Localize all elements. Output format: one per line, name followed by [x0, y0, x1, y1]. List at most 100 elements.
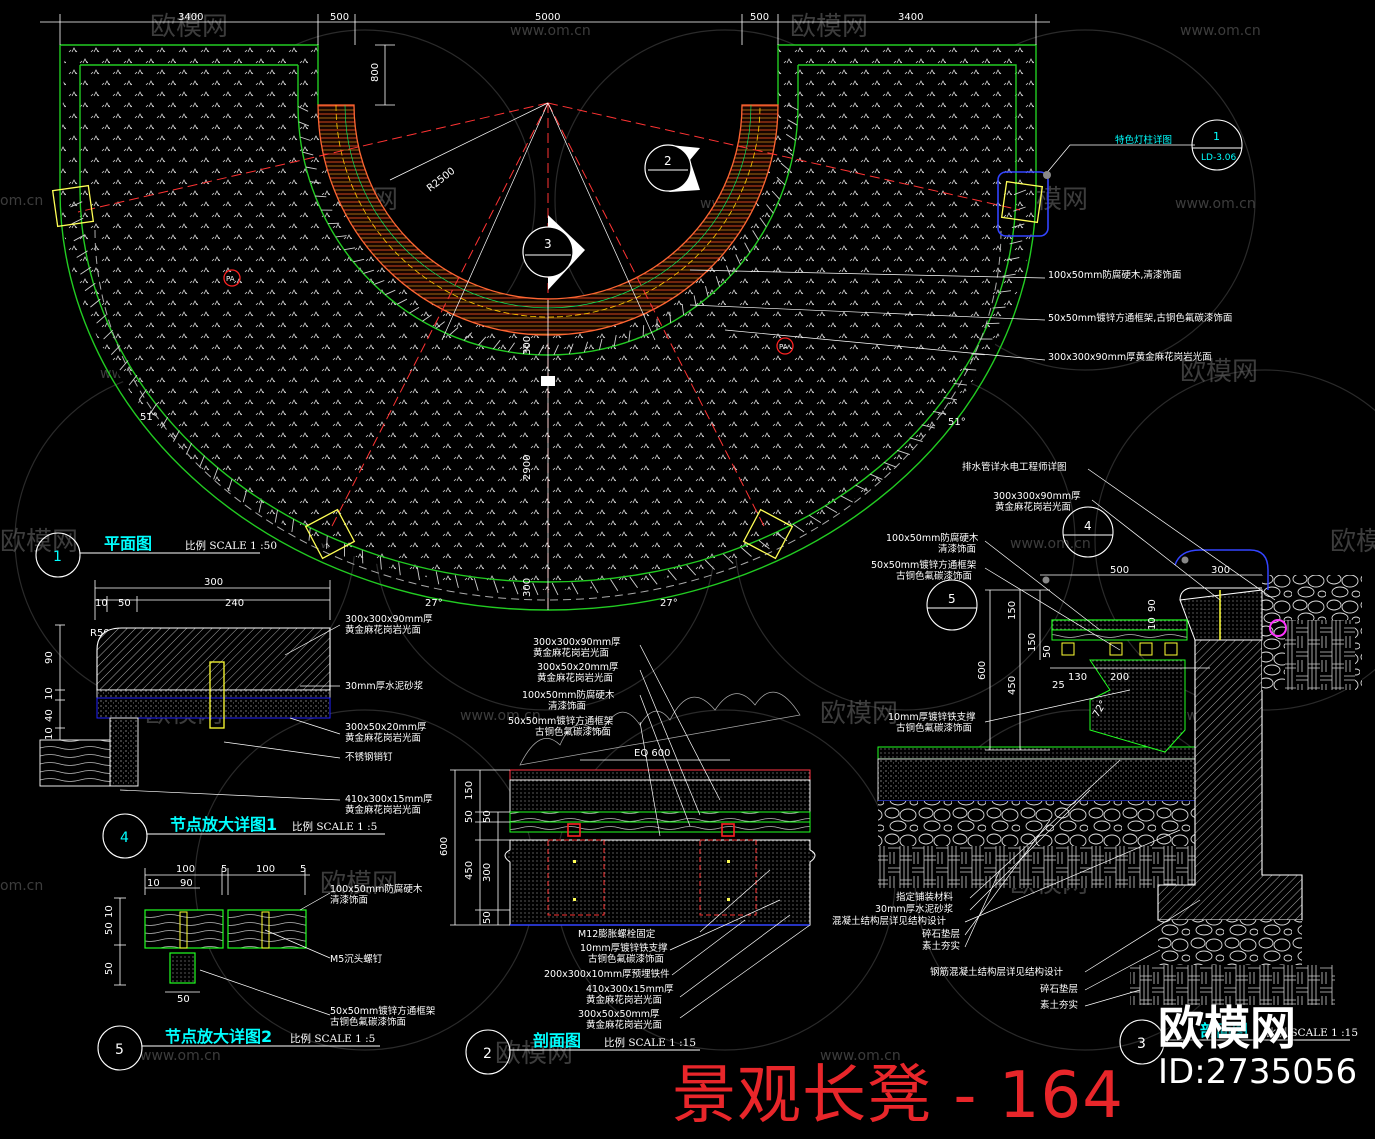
sec-note-8b: 黄金麻花岗岩光面 [586, 994, 662, 1006]
svg-text:3: 3 [544, 237, 552, 251]
sec-eq-600: EQ 600 [634, 748, 670, 759]
watermark-url: www.om.cn [1010, 536, 1091, 552]
sec3-dim-200: 200 [1110, 672, 1129, 683]
d1-dim-r50: R50 [90, 628, 110, 639]
d2-dim-50b: 50 [104, 962, 115, 975]
angle-27-right: 27° [660, 598, 678, 609]
soil-layer [878, 846, 1198, 888]
d1-note-3a: 300x50x20mm厚 [345, 722, 427, 733]
d1-dim-10a: 10 [44, 687, 55, 700]
d1-note-5a: 410x300x15mm厚 [345, 794, 433, 805]
sec3-dim-150a: 150 [1007, 601, 1018, 620]
d1-dim-240: 240 [225, 598, 244, 609]
d2-dim-90: 90 [180, 878, 193, 889]
svg-text:2: 2 [664, 154, 672, 168]
plan-note-wood: 100x50mm防腐硬木,清漆饰面 [1048, 269, 1181, 281]
d1-dim-300: 300 [204, 577, 223, 588]
watermark-logo: 欧模网 [0, 527, 78, 557]
angle-27-left: 27° [425, 598, 443, 609]
sec-dim-300: 300 [482, 863, 493, 882]
sec3-note-1b: 黄金麻花岗岩光面 [995, 501, 1071, 513]
detail-1: 300 10 50 240 R50 90 10 40 10 300x300x90… [39, 577, 433, 859]
d1-dim-40: 40 [44, 709, 55, 722]
dim-2900: 2900 [522, 455, 533, 480]
sec-note-2a: 300x50x20mm厚 [537, 662, 619, 673]
svg-text:剖面图: 剖面图 [533, 1031, 581, 1050]
paving-edge [94, 229, 1002, 601]
watermark-url: www.om.cn [140, 1048, 221, 1064]
dim-800: 800 [370, 63, 381, 82]
watermark-logo: 欧模网 [1330, 527, 1375, 557]
d2-wood-board [144, 909, 224, 949]
d2-dim-10b: 10 [104, 905, 115, 918]
watermark-logo: 欧模网 [1180, 357, 1258, 387]
d2-note-3a: 50x50mm镀锌方通框架 [330, 1005, 436, 1017]
d2-wood-board [227, 909, 307, 949]
sec-title-block: 2 剖面图 比例 SCALE 1 :15 [465, 1029, 700, 1075]
sec-granite-top [509, 779, 811, 813]
d1-dim-90: 90 [44, 651, 55, 664]
svg-text:比例 SCALE 1 :15: 比例 SCALE 1 :15 [604, 1036, 696, 1049]
d2-steel-tube [169, 952, 196, 984]
dim-3400-right: 3400 [898, 12, 923, 23]
svg-text:比例 SCALE 1 :5: 比例 SCALE 1 :5 [290, 1032, 375, 1045]
watermark-logo: 欧模网 [320, 869, 398, 899]
sec-note-4a: 50x50mm镀锌方通框架 [508, 715, 614, 727]
svg-text:4: 4 [1084, 519, 1092, 533]
svg-text:PA: PA [779, 343, 788, 351]
sec-dim-50b: 50 [482, 810, 493, 823]
drain-pipe [1269, 619, 1287, 637]
sec-dim-50c: 50 [482, 911, 493, 924]
sec3-dim-150b: 150 [1027, 633, 1038, 652]
drawing-id: ID:2735056 [1158, 1052, 1358, 1092]
watermark-url: www.om.cn [1175, 196, 1256, 212]
svg-text:3: 3 [1137, 1036, 1146, 1052]
sec3-note-2b: 清漆饰面 [938, 543, 976, 555]
sec-note-9a: 300x50x50mm厚 [578, 1009, 660, 1020]
svg-text:LD-3.06: LD-3.06 [1201, 153, 1237, 163]
curb-teeth [70, 104, 1027, 596]
d2-dim-10a: 10 [147, 878, 160, 889]
section-2: 600 150 50 50 450 300 50 EQ 600 300x300x… [439, 637, 816, 1075]
sec3-mark-4: 4 [1062, 506, 1114, 558]
d2-dim-50c: 50 [177, 994, 190, 1005]
d2-dim-100a: 100 [176, 864, 195, 875]
watermark-logo: 欧模网 [790, 12, 868, 42]
sec3-title-block: 3 剖面图 比例 SCALE 1 :15 [1119, 1019, 1358, 1065]
svg-text:剖面图: 剖面图 [1200, 1021, 1248, 1040]
sec-dim-50a: 50 [464, 810, 475, 823]
plan-note-frame: 50x50mm镀锌方通框架,古铜色氟碳漆饰面 [1048, 312, 1232, 324]
sec3-dim-300: 300 [1211, 565, 1230, 576]
dim-500-left: 500 [330, 12, 349, 23]
radius-label: R2500 [425, 166, 457, 195]
plan-view: 3400 500 5000 500 3400 800 R2500 300 290… [35, 12, 1243, 611]
gravel-layer [878, 801, 1198, 846]
watermark-url: om.cn [0, 878, 43, 894]
sec3-note-8: 碎石垫层 [922, 928, 960, 940]
sec3-note-9: 素土夯实 [922, 940, 960, 952]
sec-dim-150: 150 [464, 781, 475, 800]
detail-2: 100 5 100 5 10 90 10 50 50 50 100x50mm防腐… [97, 864, 436, 1071]
d1-note-5b: 黄金麻花岗岩光面 [345, 804, 421, 816]
sec3-dim-10: 10 [1147, 617, 1158, 630]
d1-note-1a: 300x300x90mm厚 [345, 614, 433, 625]
sec3-note-4a: 10mm厚镀锌铁支撑 [888, 711, 976, 723]
pa-marker: PA [223, 269, 241, 287]
svg-text:节点放大详图2: 节点放大详图2 [165, 1027, 272, 1046]
d2-dim-5b: 5 [300, 864, 306, 875]
d2-dim-100b: 100 [256, 864, 275, 875]
sec3-dim-500: 500 [1110, 565, 1129, 576]
sec3-dim-50: 50 [1042, 645, 1053, 658]
watermark-url: www.om.cn [460, 708, 541, 724]
watermark-logo: 欧模网 [820, 699, 898, 729]
sec-note-1a: 300x300x90mm厚 [533, 637, 621, 648]
sec-dim-450: 450 [464, 861, 475, 880]
d1-note-3b: 黄金麻花岗岩光面 [345, 732, 421, 744]
sec3-note-1a: 300x300x90mm厚 [993, 491, 1081, 502]
sec-note-7: 200x300x10mm厚预埋铁件 [544, 968, 670, 980]
plan-note-granite: 300x300x90mm厚黄金麻花岗岩光面 [1048, 351, 1212, 363]
sec3-note-5: 指定铺装材料 [896, 891, 954, 903]
svg-text:比例 SCALE 1 :5: 比例 SCALE 1 :5 [292, 820, 377, 833]
svg-text:1: 1 [1213, 130, 1220, 143]
